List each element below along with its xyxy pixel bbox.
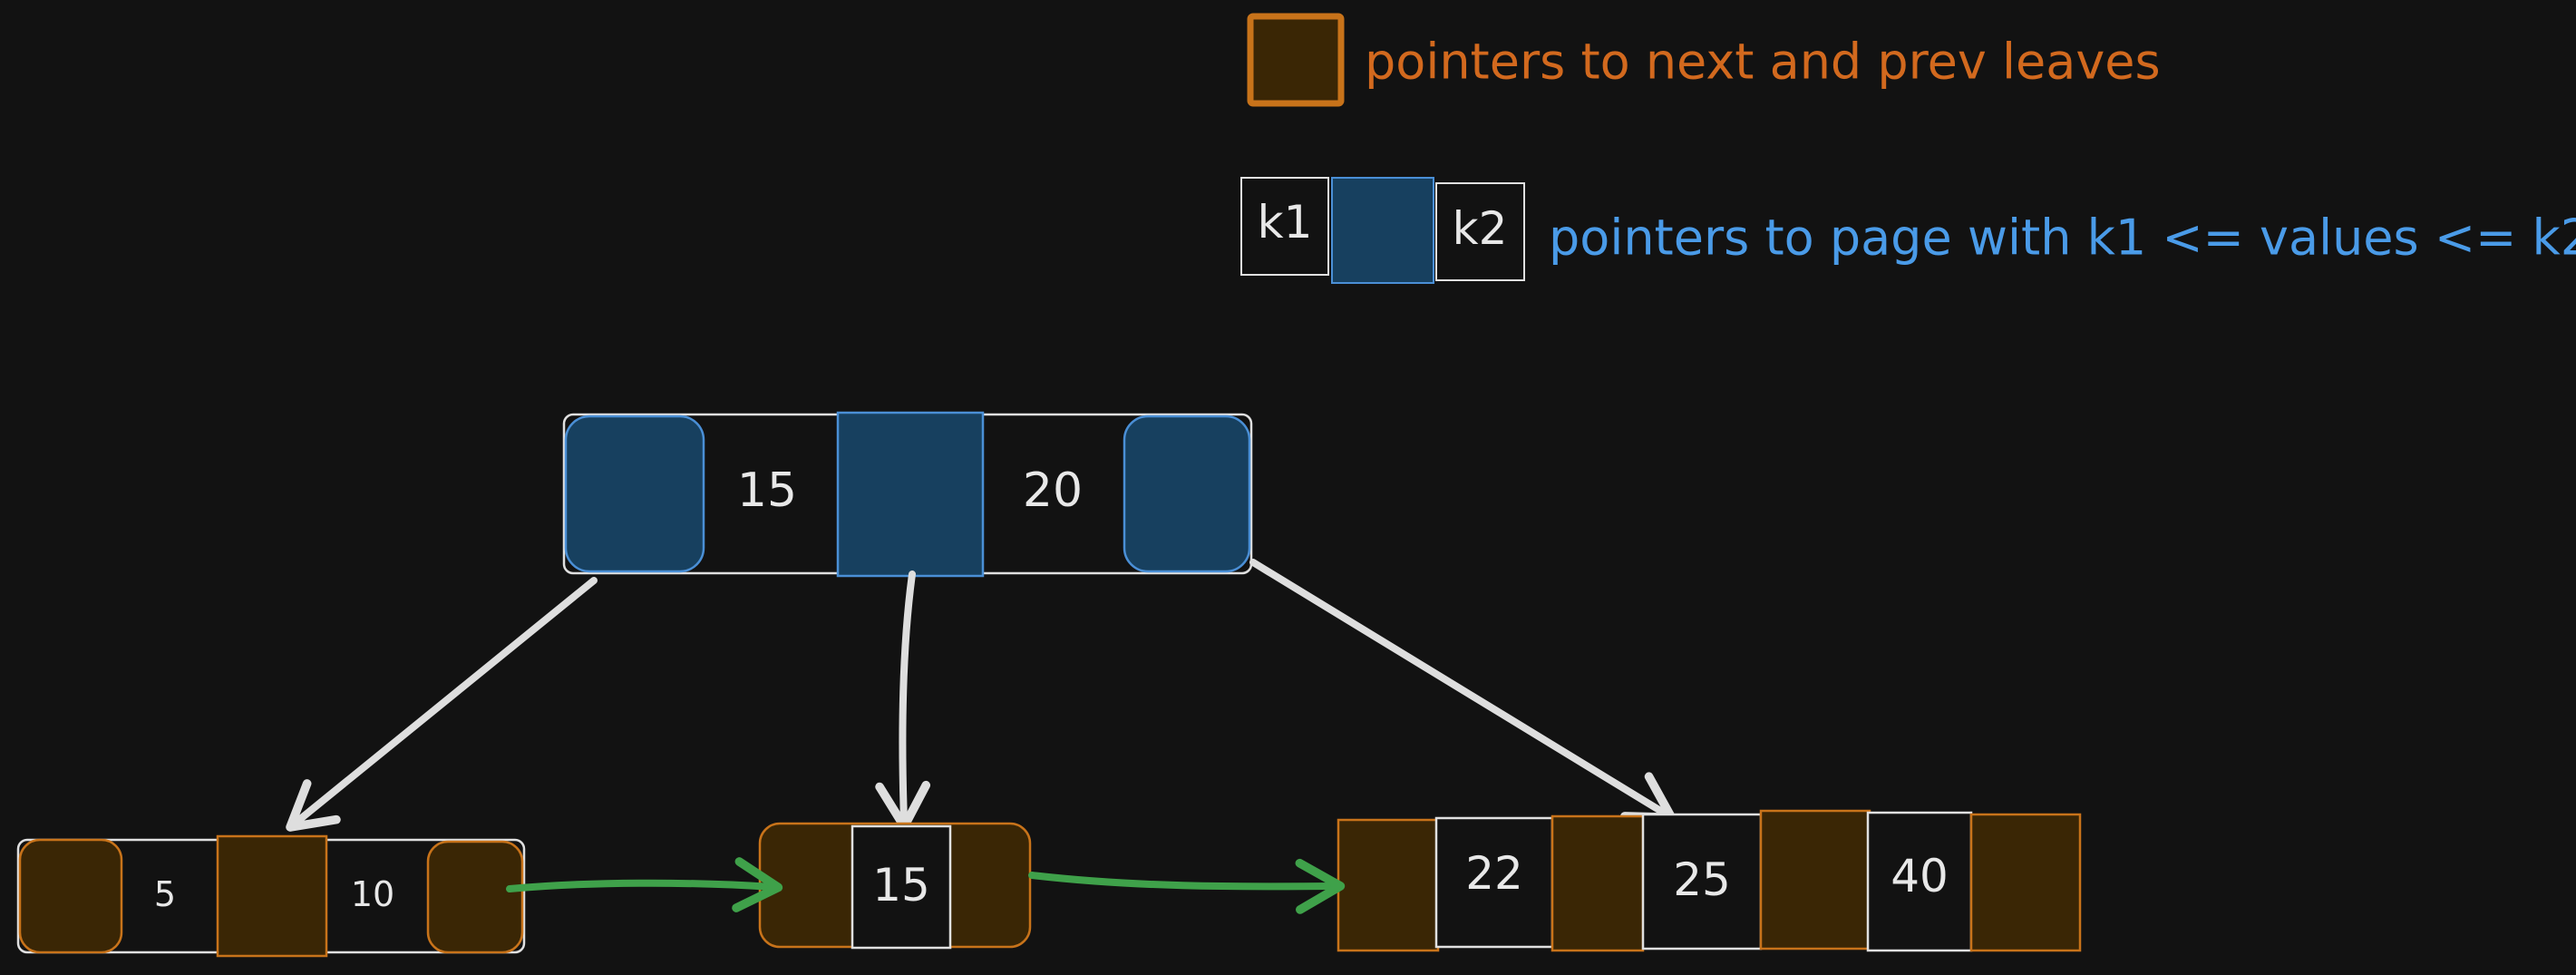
leaf-1-key-1: 5 [154, 874, 176, 914]
child-pointer-arrows [286, 559, 1677, 832]
leaf-3-key-1: 22 [1465, 847, 1523, 900]
arrow-leaf-1-to-leaf-2 [506, 857, 783, 912]
leaf-3-pointer-1 [1337, 818, 1440, 952]
legend-sample-key-k2-label: k2 [1453, 202, 1508, 255]
leaf-link-arrows [506, 857, 1346, 914]
legend-sample-key-k1 [1240, 177, 1329, 276]
leaf-3-pointer-3 [1759, 809, 1871, 951]
leaf-1-next-pointer [426, 840, 524, 954]
leaf-3-key-3: 40 [1891, 850, 1949, 902]
arrow-leaf-2-to-leaf-3 [1028, 858, 1346, 914]
root-pointer-middle [836, 411, 985, 578]
root-pointer-right [1123, 414, 1251, 573]
legend-leaf-pointer-swatch [1247, 13, 1345, 107]
legend-leaf-pointer-label: pointers to next and prev leaves [1365, 34, 2161, 91]
leaf-1-key-2: 10 [351, 874, 394, 914]
legend-page-pointer-swatch [1331, 177, 1434, 284]
leaf-node-1: 5 10 [16, 834, 526, 958]
leaf-2-key-cell [851, 824, 952, 950]
leaf-1-mid-pointer [216, 834, 328, 958]
leaf-1-prev-pointer [18, 838, 123, 954]
leaf-node-3: 22 25 40 [1337, 809, 2082, 952]
arrow-root-to-leaf-1 [286, 577, 598, 832]
legend-sample-key-k1-label: k1 [1258, 196, 1313, 249]
leaf-3-key-2: 25 [1673, 853, 1731, 906]
root-key-1: 15 [737, 463, 797, 518]
root-node: 15 20 [562, 411, 1253, 578]
legend-sample-key-k2 [1435, 182, 1525, 281]
leaf-node-2: 15 [758, 822, 1032, 950]
arrow-root-to-leaf-2 [875, 570, 931, 832]
root-key-2: 20 [1023, 463, 1083, 518]
leaf-2-key-1: 15 [872, 859, 930, 912]
leaf-3-key-cell-1 [1434, 816, 1554, 949]
legend-page-pointer-label: pointers to page with k1 <= values <= k2 [1549, 210, 2576, 267]
leaf-3-key-cell-2 [1641, 813, 1763, 951]
leaf-3-pointer-2 [1550, 814, 1645, 952]
root-pointer-left [564, 414, 705, 573]
legend: pointers to next and prev leaves k1 k2 p… [1240, 13, 2576, 284]
leaf-3-pointer-4 [1969, 813, 2082, 952]
arrow-root-to-leaf-3 [1249, 559, 1677, 823]
leaf-3-key-cell-3 [1866, 811, 1973, 952]
